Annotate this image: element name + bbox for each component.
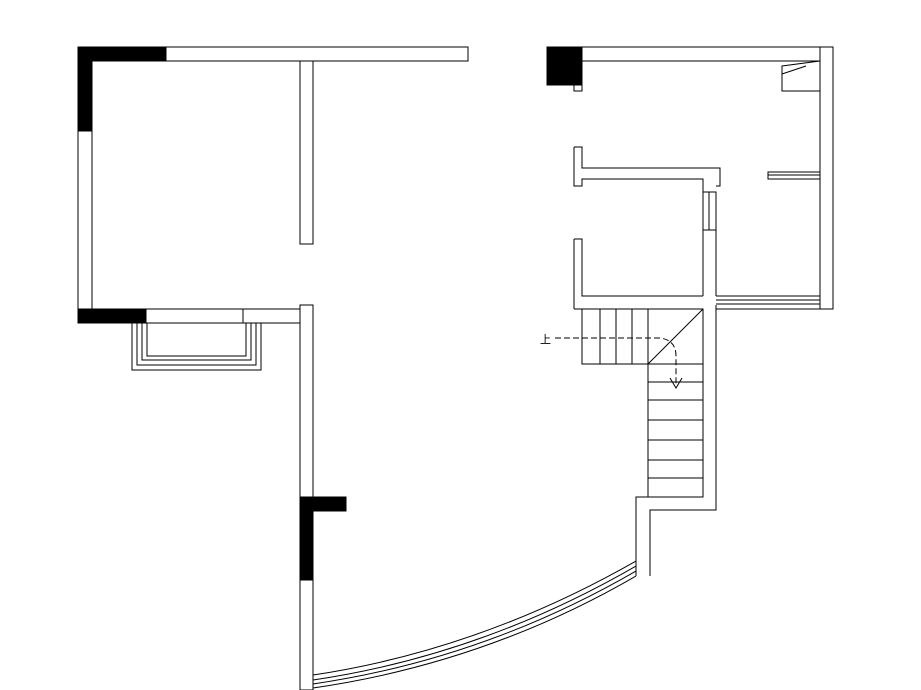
- right-room-closet: [781, 60, 821, 92]
- staircase: 上: [540, 308, 704, 498]
- right-room: [546, 46, 834, 310]
- curved-window-line-1: [312, 560, 637, 676]
- bay-window-line-1: [131, 323, 262, 371]
- living-area-column-arm: [299, 496, 347, 512]
- inner-partition-inner: [573, 147, 704, 296]
- lower-partition: [574, 238, 703, 297]
- bay-window-line-3: [141, 323, 252, 361]
- right-room-top-wall: [546, 46, 834, 62]
- living-area: [299, 304, 717, 690]
- left-room-column-bottom: [77, 308, 147, 324]
- left-room-left-wall: [77, 130, 93, 310]
- right-room-closet-line: [781, 65, 807, 75]
- stair-arrow-head-icon: [669, 377, 683, 389]
- stair-upper-run: [581, 308, 704, 365]
- inner-partition-outer: [574, 146, 721, 187]
- right-room-column: [546, 46, 583, 86]
- stepped-wall-outer: [635, 496, 649, 576]
- right-room-right-wall: [819, 46, 834, 310]
- left-room-partition: [299, 60, 314, 245]
- left-room-column-top-side: [77, 46, 93, 132]
- curved-window-line-2: [312, 565, 637, 681]
- curved-window-line-3: [312, 570, 637, 685]
- stair-landing-diagonal: [647, 308, 704, 365]
- stair-label: 上: [540, 333, 551, 346]
- bay-window-line-4: [146, 323, 247, 357]
- stair-direction-path: [555, 337, 677, 384]
- bay-window-frame: [145, 308, 244, 324]
- bay-window-line-2: [136, 323, 257, 366]
- stair-lower-run: [647, 363, 704, 498]
- stepped-wall-inner: [649, 305, 717, 576]
- curved-window-line-4: [312, 575, 637, 689]
- left-room: [77, 46, 469, 371]
- right-room-column-stub: [573, 84, 583, 92]
